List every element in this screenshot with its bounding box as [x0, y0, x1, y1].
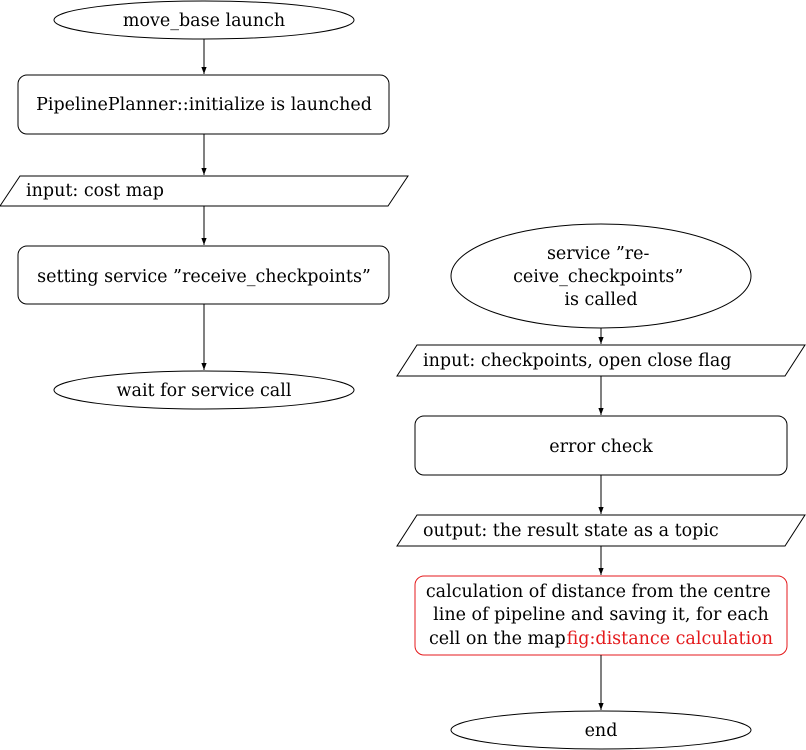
left-flow: move_base launch PipelinePlanner::initia…	[0, 0, 409, 410]
right-check-label: error check	[549, 437, 653, 457]
right-input-label: input: checkpoints, open close flag	[423, 351, 731, 371]
right-start-line-2: ceive_checkpoints”	[513, 267, 683, 287]
left-setting-label: setting service ”receive_checkpoints”	[37, 267, 371, 287]
right-start-line-3: is called	[564, 290, 637, 310]
right-calc-line-2: line of pipeline and saving it, for each	[433, 605, 769, 625]
left-wait-node	[53, 370, 355, 410]
right-start-line-1: service ”re-	[547, 244, 650, 264]
right-flow: service ”re- ceive_checkpoints” is calle…	[396, 223, 806, 750]
right-input-node	[396, 344, 806, 377]
left-start-label: move_base launch	[123, 11, 285, 31]
right-end-node	[450, 710, 752, 750]
right-calc-label: calculation of distance from the centre …	[426, 582, 776, 625]
right-output-node	[396, 514, 806, 547]
right-calc-line-3: cell on the map	[429, 629, 566, 649]
right-output-label: output: the result state as a topic	[423, 521, 719, 541]
left-input-node	[0, 175, 409, 207]
left-wait-label: wait for service call	[117, 381, 292, 401]
left-init-label: PipelinePlanner::initialize is launched	[36, 95, 372, 115]
right-end-label: end	[585, 721, 618, 741]
left-input-label: input: cost map	[26, 181, 164, 201]
right-start-label: service ”re- ceive_checkpoints” is calle…	[513, 244, 689, 310]
right-calc-reference: fig:distance calculation	[567, 629, 773, 649]
right-calc-line-1: calculation of distance from the centre	[426, 582, 771, 602]
